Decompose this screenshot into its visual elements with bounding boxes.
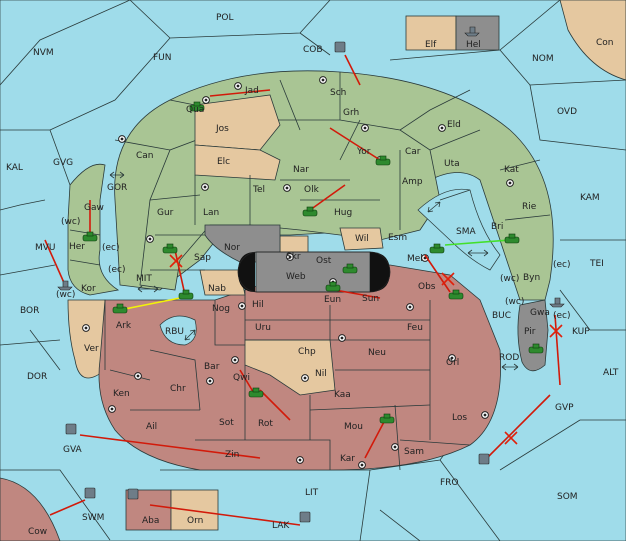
order-support-arrow [119,297,181,311]
army-unit [429,243,445,254]
order-arrow [344,54,361,86]
pill-outline [237,251,391,293]
order-arrow [554,314,561,386]
army-unit [379,413,395,424]
army-unit [248,387,264,398]
army-unit [162,243,178,254]
failed-order-cross [549,324,563,338]
fleet-unit [84,487,96,499]
order-arrows [44,54,561,526]
order-arrow [149,504,301,526]
supply-center [506,179,514,187]
order-arrow [49,499,86,516]
order-arrow [484,394,551,461]
supply-center [301,374,309,382]
supply-center [82,324,90,332]
supply-center [296,456,304,464]
fleet-unit [299,511,311,523]
fleet-unit [127,488,139,500]
order-arrow [259,389,291,421]
region-Pir[interactable] [517,299,549,372]
failed-order-cross [169,254,183,268]
army-unit [325,281,341,292]
region-Elf[interactable] [405,15,457,51]
fleets [57,26,565,523]
region-Jos[interactable] [194,94,281,151]
region-left-crescent[interactable] [67,163,120,296]
order-arrow [364,419,386,459]
supply-center [338,334,346,342]
army-unit [342,263,358,274]
order-arrow [334,289,381,299]
units [82,101,544,424]
order-arrow [424,254,451,293]
supply-center [283,184,291,192]
failed-orders [169,254,563,445]
fleet-unit [464,26,480,37]
supply-center [201,183,209,191]
supply-center [391,443,399,451]
region-Web-barrier [238,252,255,292]
army-unit [504,233,520,244]
order-support-arrow [444,239,511,246]
army-unit [112,303,128,314]
supply-center [118,135,126,143]
order-arrow [309,184,346,211]
fleet-unit [478,453,490,465]
order-arrow [44,239,66,286]
order-arrow [209,89,271,97]
supply-center [234,82,242,90]
order-arrow [174,249,186,296]
region-Ost-barrier [370,252,390,292]
army-unit [178,289,194,300]
supply-center [206,377,214,385]
supply-center [319,76,327,84]
army-unit [528,343,544,354]
region-Orn[interactable] [170,489,219,531]
supply-center [448,354,456,362]
supply-center [202,96,210,104]
supply-center [134,372,142,380]
order-arrow [329,127,381,161]
supply-center [286,253,294,261]
failed-order-cross [441,272,455,286]
army-unit [189,101,205,112]
supply-center [361,124,369,132]
army-unit [448,289,464,300]
region-Wil[interactable] [339,227,384,251]
supply-center [231,356,239,364]
region-Elc[interactable] [194,144,281,181]
supply-center [481,411,489,419]
supply-center [406,303,414,311]
supply-center [238,302,246,310]
fleet-unit [334,41,346,53]
connectors [109,171,519,371]
region-SMA[interactable] [417,188,501,271]
army-unit [375,155,391,166]
supply-center [108,405,116,413]
province-borders [69,72,551,471]
failed-order-cross [504,431,518,445]
supply-center [438,124,446,132]
fleet-unit [65,423,77,435]
fleet-unit [57,280,73,291]
supply-center [358,461,366,469]
army-unit [82,231,98,242]
supply-center [146,235,154,243]
order-arrow [79,434,261,459]
fleet-unit [549,297,565,308]
army-unit [302,206,318,217]
